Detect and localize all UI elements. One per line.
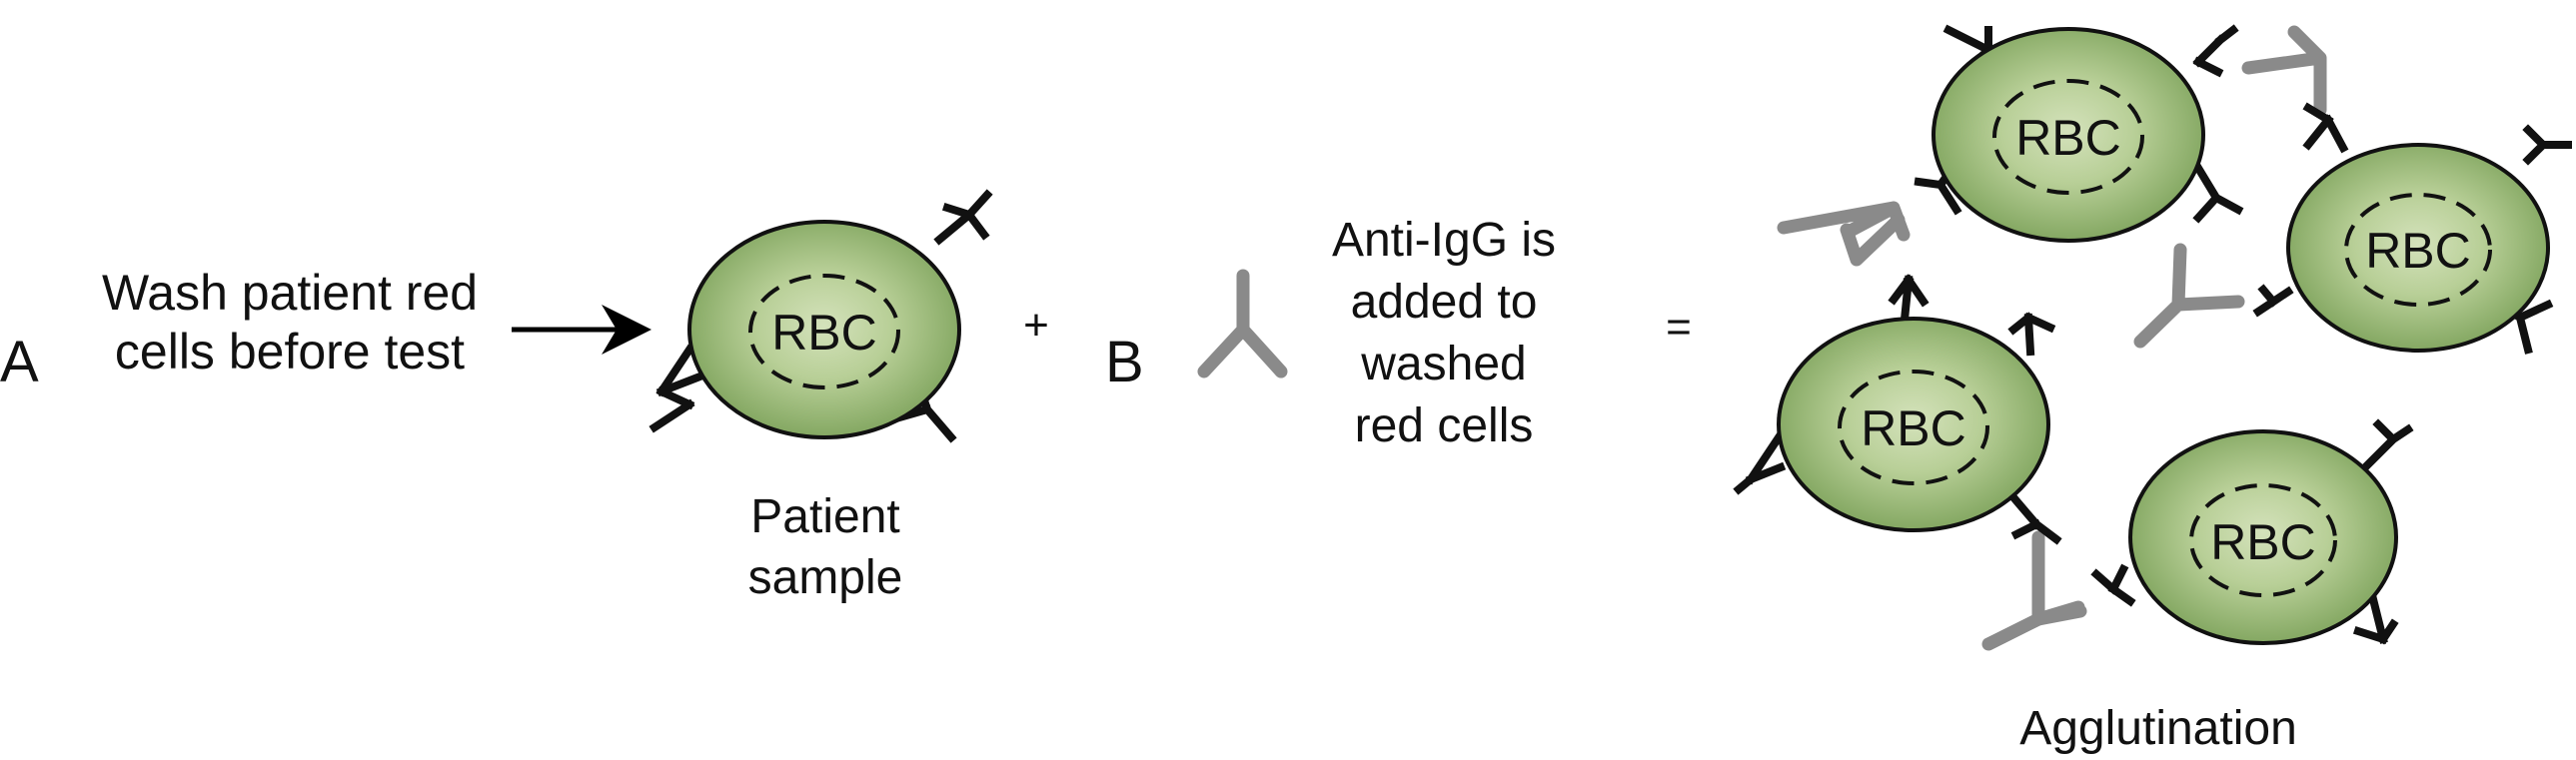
plus-sign: + — [1023, 301, 1049, 350]
step-b-description-line-1: Anti-IgG is — [1332, 214, 1556, 267]
cell-nucleus-outline — [1838, 370, 1989, 485]
patient-sample-caption-line-2: sample — [748, 551, 903, 604]
cell-nucleus-outline — [2189, 483, 2337, 597]
anti-igg-antibody-icon — [1197, 269, 1288, 379]
red-blood-cell-icon — [2286, 143, 2550, 353]
red-blood-cell-icon — [1932, 27, 2205, 243]
agglutinated-cell: RBC — [2128, 429, 2398, 645]
cell-label: RBC — [2365, 223, 2471, 279]
agglutinated-cell: RBC — [1777, 317, 2050, 532]
patient-sample-caption-line-1: Patient — [750, 490, 899, 543]
agglutination-cluster: RBC RBC RBC RBC — [1733, 24, 2572, 651]
step-a-instruction-line-2: cells before test — [115, 324, 465, 380]
step-b-description-line-2: added to — [1351, 276, 1538, 329]
agglutination-caption: Agglutination — [2019, 702, 2297, 755]
cell-label: RBC — [771, 305, 877, 361]
step-b-description-line-3: washed — [1360, 338, 1526, 390]
agglutinated-cell: RBC — [1932, 27, 2205, 243]
step-a-letter: A — [0, 330, 39, 394]
cell-nucleus-outline — [2344, 193, 2492, 307]
cell-nucleus-outline — [748, 274, 900, 389]
equals-sign: = — [1666, 303, 1692, 352]
cell-nucleus-outline — [1992, 79, 2144, 195]
red-blood-cell-icon — [687, 220, 961, 439]
step-b-description-line-4: red cells — [1355, 399, 1534, 452]
igg-antibody-icon — [1733, 24, 2572, 645]
cell-label: RBC — [2015, 110, 2121, 166]
patient-sample-cell: RBC — [648, 189, 993, 443]
cell-label: RBC — [1861, 400, 1966, 456]
red-blood-cell-icon — [2128, 429, 2398, 645]
anti-igg-antibody-icon — [1777, 25, 2327, 651]
agglutinated-cell: RBC — [2286, 143, 2550, 353]
igg-antibody-icon — [648, 189, 993, 443]
step-b-letter: B — [1105, 330, 1144, 394]
red-blood-cell-icon — [1777, 317, 2050, 532]
cell-label: RBC — [2210, 514, 2316, 570]
step-a-instruction-line-1: Wash patient red — [102, 265, 478, 321]
